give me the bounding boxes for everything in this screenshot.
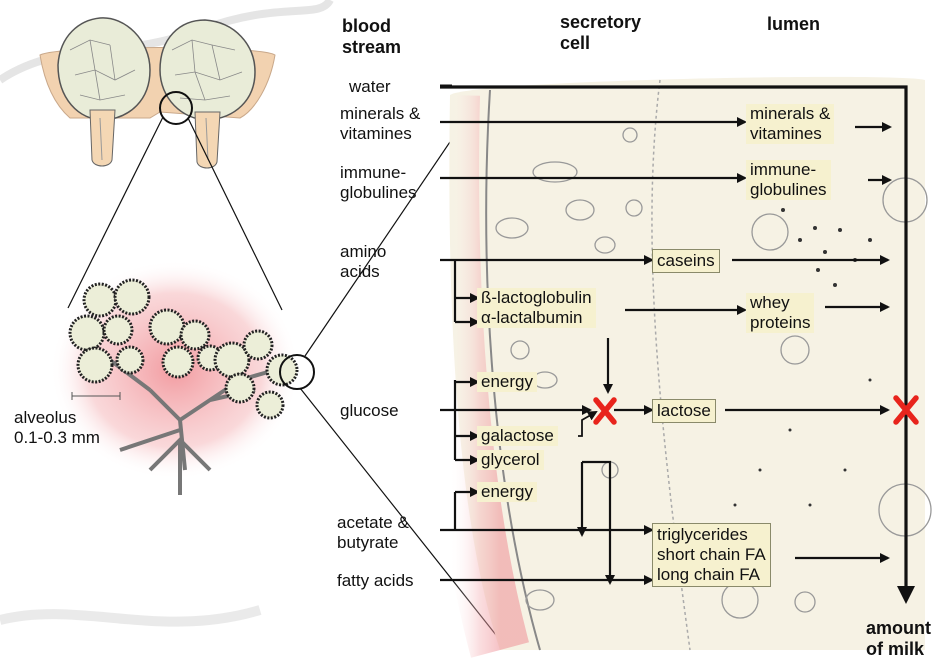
input-fatty-acids: fatty acids: [337, 571, 414, 591]
intermediate-glycerol: glycerol: [477, 450, 544, 470]
intermediate-energy-1: energy: [477, 372, 537, 392]
product-lactose: lactose: [652, 399, 716, 423]
product-caseins: caseins: [652, 249, 720, 273]
header-lumen: lumen: [767, 14, 820, 35]
input-minerals: minerals &vitamines: [340, 104, 420, 144]
intermediate-energy-2: energy: [477, 482, 537, 502]
product-minerals: minerals &vitamines: [746, 104, 834, 144]
input-glucose: glucose: [340, 401, 399, 421]
input-immunoglobulines: immune-globulines: [340, 163, 417, 203]
intermediate-galactose: galactose: [477, 426, 558, 446]
input-water: water: [349, 77, 391, 97]
input-acetate-butyrate: acetate &butyrate: [337, 513, 409, 553]
product-immunoglobulines: immune-globulines: [746, 160, 831, 200]
